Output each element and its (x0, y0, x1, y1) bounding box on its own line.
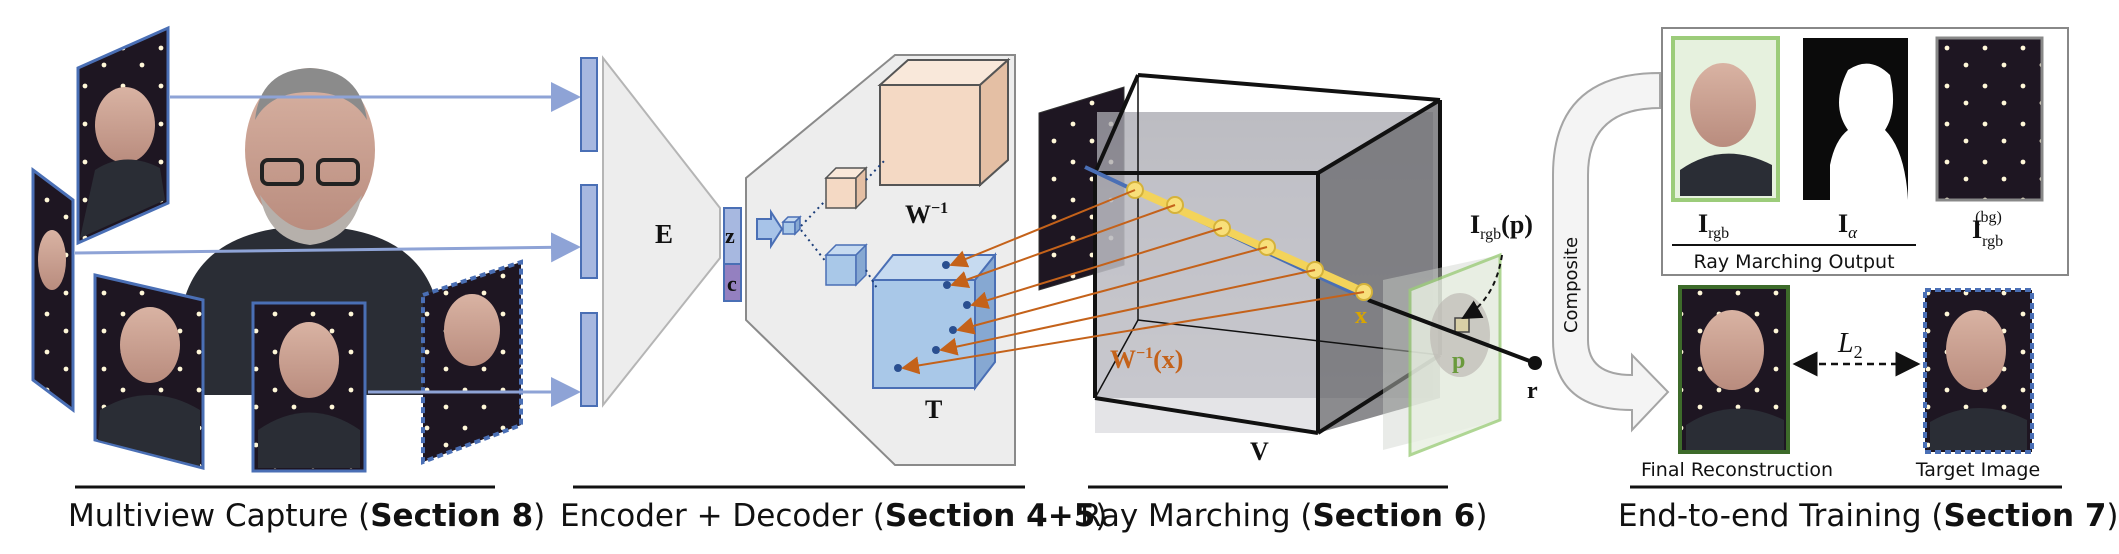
ray-marching-section: V W−1(x) x p r (901, 73, 1542, 489)
camera-origin-point (1528, 356, 1542, 370)
warp-arrows (901, 189, 1365, 375)
irgb-label: Irgb (1698, 209, 1729, 242)
composite-arrow (1552, 71, 1670, 433)
camera-view-lower-left (93, 273, 205, 470)
warp-small-cube (824, 166, 868, 210)
irgb-p-pointer (1461, 254, 1503, 319)
ray-output-label: Ray Marching Output (1693, 251, 1894, 273)
loss-label: L2 (1837, 328, 1863, 362)
irgb-p-label: Irgb(p) (1470, 210, 1533, 243)
input-slab-top (580, 57, 598, 152)
target-image-label: Target Image (1915, 459, 2040, 481)
multiview-capture-section (31, 25, 581, 489)
image-plane-p (1383, 252, 1502, 458)
warp-function-label: W−1(x) (1110, 345, 1183, 374)
ialpha-output-image (1803, 38, 1908, 200)
composite-label: Composite (1561, 237, 1582, 333)
encoder-label: E (655, 219, 673, 249)
input-slab-bottom (580, 312, 598, 407)
ialpha-label: Iα (1838, 209, 1858, 242)
volume-label: V (1250, 437, 1269, 466)
training-section: Irgb Iα Irgb(bg) Ray Marching Output Com… (1552, 27, 2069, 489)
training-caption: End-to-end Training (Section 7) (1618, 498, 2119, 534)
capture-arrow-middle (74, 232, 581, 263)
x-point-label: x (1355, 303, 1367, 329)
decoder-dotted-links (800, 159, 886, 291)
template-small-cube (824, 243, 868, 287)
ray-line (1367, 298, 1536, 365)
camera-view-left (31, 167, 75, 413)
latent-c-label: c (727, 271, 737, 296)
camera-view-front (251, 301, 367, 473)
p-point-label: p (1452, 348, 1465, 374)
condition-code-block (723, 263, 742, 302)
encdec-caption: Encoder + Decoder (Section 4+5) (560, 498, 1108, 534)
raymarch-caption: Ray Marching (Section 6) (1080, 498, 1488, 534)
warp-large-cube (877, 57, 1011, 188)
template-large-cube (870, 252, 998, 391)
ibg-label: Irgb(bg) (1972, 209, 2003, 250)
warp-label: W−1 (905, 200, 948, 229)
ibg-image (1935, 36, 2044, 202)
irgb-output-image (1671, 36, 1780, 202)
latent-z-label: z (725, 223, 735, 248)
final-reconstruction-image (1678, 285, 1790, 454)
template-label: T (925, 395, 942, 424)
camera-view-right-target (421, 259, 523, 465)
capture-caption: Multiview Capture (Section 8) (68, 498, 546, 534)
final-reconstruction-label: Final Reconstruction (1641, 459, 1833, 481)
tiny-cube (781, 215, 802, 236)
decoder-input-arrow (756, 208, 784, 250)
ray-label: r (1527, 378, 1538, 404)
encoder-trapezoid (602, 55, 721, 408)
camera-view-top (76, 25, 170, 246)
target-image (1923, 288, 2034, 454)
input-slab-middle (580, 184, 598, 279)
encoder-decoder-section: E z c W−1 (573, 54, 1025, 489)
